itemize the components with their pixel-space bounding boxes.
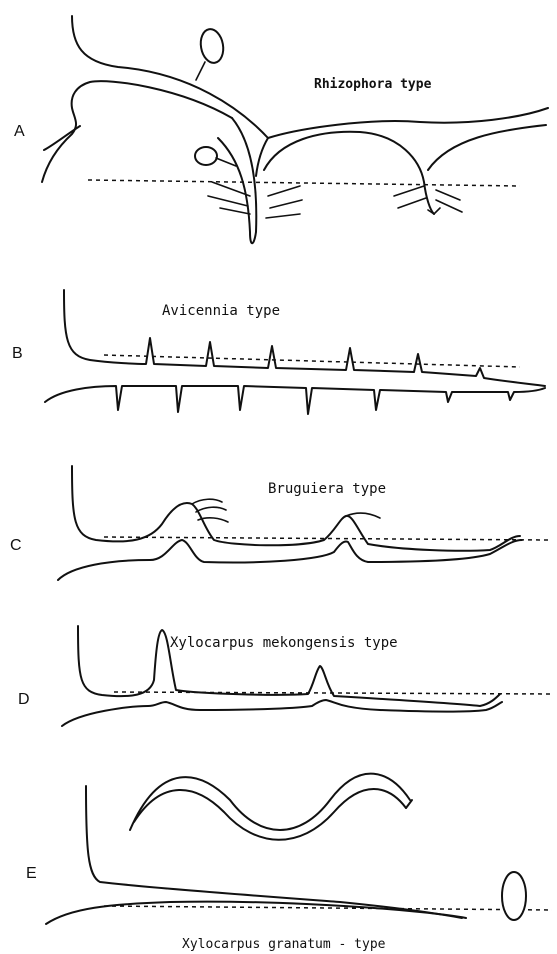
panel-b-title: Avicennia type: [162, 303, 280, 319]
panel-d-title: Xylocarpus mekongensis type: [170, 635, 398, 651]
panel-d: D Xylocarpus mekongensis type: [18, 626, 552, 726]
xylocarpus-granatum-root-drawing: [46, 774, 552, 924]
panel-a-title: Rhizophora type: [314, 77, 432, 92]
panel-a: A Rhizophora type: [14, 16, 548, 243]
panel-e-title: Xylocarpus granatum - type: [182, 937, 386, 952]
panel-e: E Xylocarpus granatum - type: [26, 774, 552, 952]
panel-a-letter: A: [14, 123, 25, 140]
rhizophora-stem-drawing: [42, 16, 548, 243]
seed-icon: [502, 872, 526, 920]
avicennia-root-drawing: [45, 290, 545, 414]
panel-d-letter: D: [18, 691, 30, 708]
panel-b: B Avicennia type: [12, 290, 545, 414]
panel-c: C Bruguiera type: [10, 466, 548, 580]
panel-b-letter: B: [12, 345, 23, 362]
panel-c-title: Bruguiera type: [268, 481, 386, 497]
panel-c-letter: C: [10, 537, 22, 554]
panel-e-letter: E: [26, 865, 37, 882]
